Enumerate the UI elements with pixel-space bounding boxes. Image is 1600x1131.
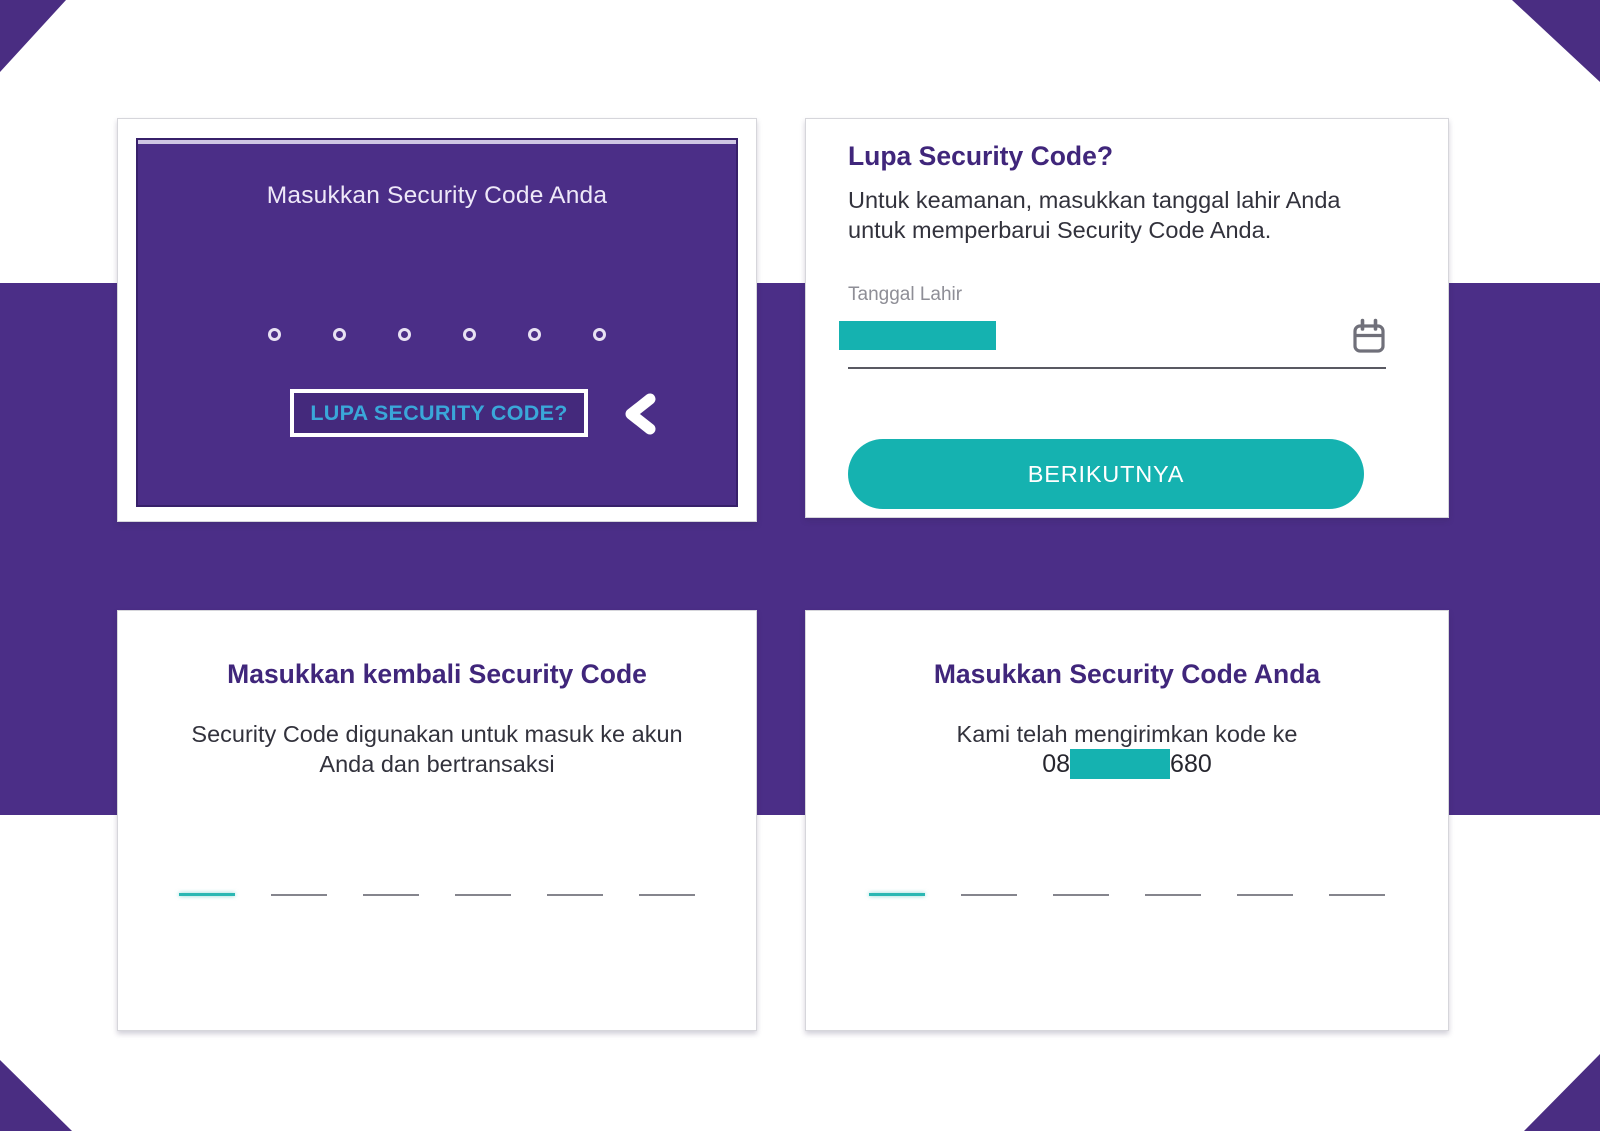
code-slot xyxy=(547,894,603,896)
redacted-phone-digits xyxy=(1070,749,1171,779)
card-forgot-security-code: Lupa Security Code? Untuk keamanan, masu… xyxy=(805,118,1449,518)
pin-dot xyxy=(268,328,281,341)
code-slot xyxy=(639,894,695,896)
card-otp-security-code: Masukkan Security Code Anda Kami telah m… xyxy=(805,610,1449,1031)
phone-prefix: 08 xyxy=(1042,749,1071,778)
redacted-date-value xyxy=(839,321,996,350)
code-slot xyxy=(869,893,925,896)
reenter-card-description: Security Code digunakan untuk masuk ke a… xyxy=(118,719,756,779)
code-slot xyxy=(1053,894,1109,896)
code-slot xyxy=(1329,894,1385,896)
date-of-birth-input[interactable] xyxy=(839,318,1386,370)
card-enter-security-code: Masukkan Security Code Anda LUPA SECURIT… xyxy=(117,118,757,522)
forgot-security-code-button[interactable]: LUPA SECURITY CODE? xyxy=(290,389,588,437)
corner-triangle-bottom-left xyxy=(0,1060,72,1131)
pin-dot xyxy=(398,328,411,341)
pin-screen-title: Masukkan Security Code Anda xyxy=(266,182,608,209)
phone-suffix: 680 xyxy=(1170,749,1212,778)
code-slot xyxy=(1237,894,1293,896)
forgot-card-description: Untuk keamanan, masukkan tanggal lahir A… xyxy=(848,185,1341,245)
code-slot xyxy=(455,894,511,896)
description-line-1: Untuk keamanan, masukkan tanggal lahir A… xyxy=(848,187,1341,213)
code-slot xyxy=(271,894,327,896)
corner-triangle-top-left xyxy=(0,0,66,72)
description-line-2: untuk memperbarui Security Code Anda. xyxy=(848,217,1272,243)
corner-triangle-top-right xyxy=(1512,0,1600,82)
phone-number-line: 08 680 xyxy=(806,749,1448,779)
next-button-label: BERIKUTNYA xyxy=(1027,460,1185,487)
back-chevron-icon[interactable] xyxy=(620,392,660,436)
pin-dot xyxy=(333,328,346,341)
forgot-card-title: Lupa Security Code? xyxy=(848,141,1114,171)
date-input-underline xyxy=(848,367,1386,369)
otp-card-subtitle: Kami telah mengirimkan kode ke xyxy=(956,721,1298,747)
forgot-security-code-label: LUPA SECURITY CODE? xyxy=(310,400,568,425)
description-line-1: Security Code digunakan untuk masuk ke a… xyxy=(191,721,683,747)
next-button[interactable]: BERIKUTNYA xyxy=(848,439,1364,509)
reenter-card-title: Masukkan kembali Security Code xyxy=(227,659,647,689)
pin-dot xyxy=(593,328,606,341)
pin-dot xyxy=(528,328,541,341)
description-line-2: Anda dan bertransaksi xyxy=(319,751,555,777)
date-of-birth-label: Tanggal Lahir xyxy=(848,284,963,305)
pin-dots-input[interactable] xyxy=(138,328,736,341)
calendar-icon[interactable] xyxy=(1352,318,1386,355)
otp-card-title: Masukkan Security Code Anda xyxy=(933,659,1321,689)
corner-triangle-bottom-right xyxy=(1524,1054,1600,1131)
security-code-input[interactable] xyxy=(806,890,1448,896)
code-slot xyxy=(1145,894,1201,896)
pin-entry-screen: Masukkan Security Code Anda LUPA SECURIT… xyxy=(136,138,738,507)
code-slot xyxy=(363,894,419,896)
security-code-input[interactable] xyxy=(118,890,756,896)
code-slot xyxy=(179,893,235,896)
pin-dot xyxy=(463,328,476,341)
code-slot xyxy=(961,894,1017,896)
card-reenter-security-code: Masukkan kembali Security Code Security … xyxy=(117,610,757,1031)
